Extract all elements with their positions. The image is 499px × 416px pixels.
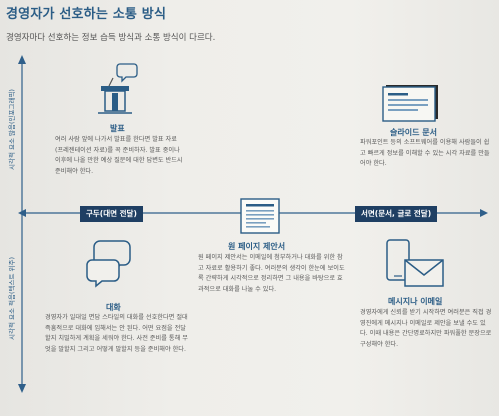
one-pager-title: 원 페이지 제안서 bbox=[228, 242, 286, 251]
presentation-title: 발표 bbox=[110, 124, 125, 133]
page-title: 경영자가 선호하는 소통 방식 bbox=[6, 7, 167, 22]
message-email-desc: 경영자에게 신뢰를 받기 시작하면 여러분은 직접 경영진에게 메시지나 이메일… bbox=[360, 309, 492, 348]
axis-right-pill: 서면(문서, 글로 전달) bbox=[355, 206, 438, 222]
y-axis-upper-label: 시각적 요소 많음(인포그래픽) bbox=[8, 89, 16, 170]
speech-bubbles-icon bbox=[86, 240, 131, 288]
slides-desc: 파워포인트 등의 소프트웨어를 이용해 사람들이 쉽고 빠르게 정보를 이해할 … bbox=[360, 139, 490, 168]
y-axis-lower-label: 시각적 요소 적음(텍스트 위주) bbox=[8, 256, 16, 340]
phone-email-icon bbox=[386, 239, 444, 287]
one-pager-desc: 원 페이지 제안서는 이메일에 첨부하거나 대화를 위한 참고 자료로 활용하기… bbox=[198, 254, 345, 293]
presentation-desc: 여러 사람 앞에 나가서 발표를 한다면 발표 자료(프레젠테이션 자료)를 꼭… bbox=[55, 136, 183, 175]
slides-title: 슬라이드 문서 bbox=[390, 128, 437, 137]
message-email-title: 메시지나 이메일 bbox=[388, 297, 443, 306]
axis-left-pill: 구두(대면 전달) bbox=[80, 206, 143, 222]
one-page-document-icon bbox=[240, 198, 280, 234]
slide-document-icon bbox=[382, 85, 438, 122]
conversation-desc: 경영자가 일대일 면담 스타일의 대화를 선호한다면 절대 즉흥적으로 대화에 … bbox=[45, 314, 188, 353]
page-subtitle: 경영자마다 선호하는 정보 습득 방식과 소통 방식이 다르다. bbox=[6, 33, 216, 43]
conversation-title: 대화 bbox=[106, 303, 121, 312]
podium-icon bbox=[98, 63, 138, 114]
